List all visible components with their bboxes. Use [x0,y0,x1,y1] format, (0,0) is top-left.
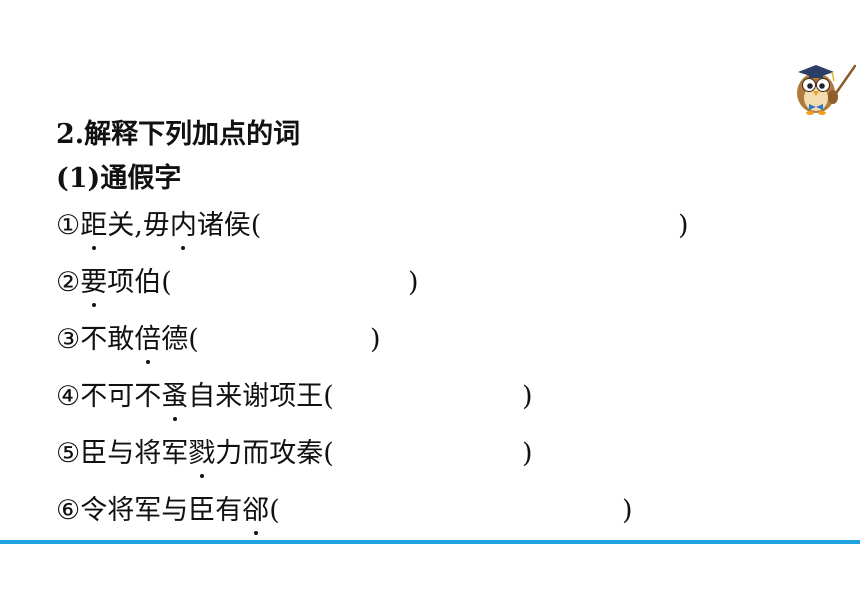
list-item: ②要项伯( ) [56,265,419,307]
list-item: ④不可不蚤自来谢项王( ) [56,379,533,421]
item-number: ② [56,267,81,298]
list-item: ③不敢倍德( ) [56,322,381,364]
dotted-character: 郤 [242,493,269,535]
dotted-character: 要 [80,265,107,307]
answer-blank-close: ) [408,267,419,298]
item-number: ③ [56,324,81,355]
section-subtitle: (1)通假字 [56,163,182,194]
list-item: ①距关,毋内诸侯( ) [56,208,689,250]
dotted-character: 距 [80,208,107,250]
dotted-character: 内 [170,208,197,250]
list-item: ⑤臣与将军戮力而攻秦( ) [56,436,533,478]
list-item: ⑥令将军与臣有郤( ) [56,493,633,535]
item-number: ⑤ [56,438,81,469]
item-text: 诸侯( [196,210,262,241]
item-text: 自来谢项王( [188,381,334,412]
answer-blank-close: ) [622,495,633,526]
item-text: 不敢 [80,324,135,355]
answer-blank-close: ) [522,438,533,469]
bottom-divider [0,540,860,544]
item-number: ⑥ [56,495,81,526]
answer-blank-close: ) [678,210,689,241]
answer-blank-close: ) [522,381,533,412]
item-text: 臣与将军 [80,438,189,469]
answer-blank-close: ) [370,324,381,355]
item-text: ( [269,495,280,526]
dotted-character: 蚤 [161,379,188,421]
item-text: 不可不 [80,381,162,412]
item-number: ① [56,210,81,241]
item-text: 德( [161,324,199,355]
owl-teacher-icon [790,60,857,116]
exercise-title: 2.解释下列加点的词 [56,119,301,150]
dotted-character: 戮 [188,436,215,478]
item-text: 项伯( [107,267,172,298]
item-text: 令将军与臣有 [80,495,243,526]
item-text: 力而攻秦( [215,438,334,469]
dotted-character: 倍 [134,322,161,364]
item-text: 关,毋 [107,210,170,241]
item-number: ④ [56,381,81,412]
